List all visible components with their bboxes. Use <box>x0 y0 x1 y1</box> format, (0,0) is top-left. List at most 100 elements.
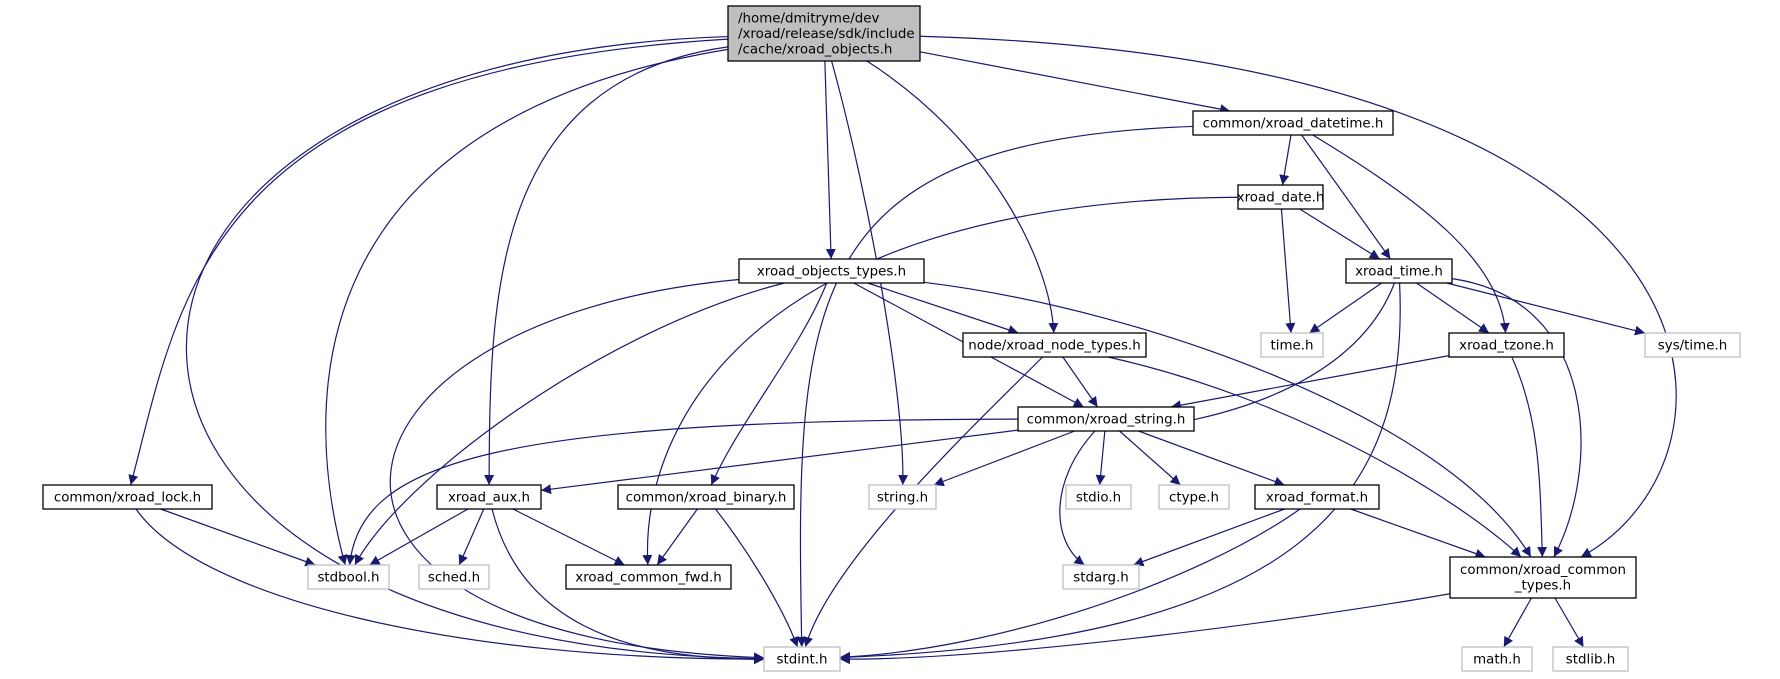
edge-date-to-fwd <box>642 196 1239 566</box>
node-format[interactable]: xroad_format.h <box>1254 484 1380 510</box>
edge-time-to-tzone <box>1416 282 1490 334</box>
edge-date-to-timeh <box>1280 208 1296 334</box>
edge-time-to-systime <box>1446 282 1646 336</box>
node-objtypes[interactable]: xroad_objects_types.h <box>738 258 925 284</box>
node-aux[interactable]: xroad_aux.h <box>436 484 542 510</box>
node-timeh: time.h <box>1260 332 1324 358</box>
node-root[interactable]: /home/dmitryme/dev/xroad/release/sdk/inc… <box>727 5 921 62</box>
node-box-date <box>1237 184 1324 210</box>
edge-lock-to-stdint <box>135 508 765 665</box>
node-box-root <box>727 5 921 62</box>
node-stdarg: stdarg.h <box>1062 564 1140 590</box>
node-box-ctype <box>1158 484 1230 510</box>
edge-aux-to-fwd <box>512 508 625 566</box>
node-box-binary <box>617 484 795 510</box>
node-label-fwd: xroad_common_fwd.h <box>575 570 721 585</box>
edge-binary-to-fwd <box>656 508 698 566</box>
node-label-timeh: time.h <box>1271 338 1314 353</box>
node-common[interactable]: common/xroad_common_types.h <box>1449 556 1637 599</box>
node-label-common-line-2: _types.h <box>1514 579 1571 594</box>
edge-datetime-to-tzone <box>1312 134 1510 334</box>
edge-common-to-stdint <box>839 593 1451 665</box>
edge-objtypes-to-nodetypes <box>867 282 1019 335</box>
edge-aux-to-stdint <box>491 508 765 665</box>
edge-string-to-stdarg <box>1059 430 1096 566</box>
node-box-stdio <box>1065 484 1132 510</box>
edge-string-to-format <box>1138 430 1285 487</box>
node-datetime[interactable]: common/xroad_datetime.h <box>1192 110 1394 136</box>
node-label-systime: sys/time.h <box>1658 338 1727 353</box>
node-stdint: stdint.h <box>763 646 841 672</box>
node-box-timeh <box>1260 332 1324 358</box>
edge-format-to-stdint <box>839 508 1301 662</box>
node-box-time <box>1345 258 1453 284</box>
node-time[interactable]: xroad_time.h <box>1345 258 1453 284</box>
node-label-objtypes: xroad_objects_types.h <box>757 264 906 279</box>
node-box-string <box>1017 406 1195 432</box>
edge-common-to-stdlib <box>1554 597 1585 648</box>
node-tzone[interactable]: xroad_tzone.h <box>1448 332 1565 358</box>
node-nodetypes[interactable]: node/xroad_node_types.h <box>962 332 1147 358</box>
edge-tzone-to-common <box>1511 356 1548 558</box>
header-nodes: /home/dmitryme/dev/xroad/release/sdk/inc… <box>42 5 1741 672</box>
node-box-datetime <box>1192 110 1394 136</box>
node-label-time: xroad_time.h <box>1355 264 1443 279</box>
edge-root-to-stdint <box>185 35 765 664</box>
node-binary[interactable]: common/xroad_binary.h <box>617 484 795 510</box>
edge-tzone-to-string <box>1170 355 1450 411</box>
node-fwd[interactable]: xroad_common_fwd.h <box>565 564 732 590</box>
node-lock[interactable]: common/xroad_lock.h <box>42 484 213 510</box>
edge-common-to-math <box>1503 597 1532 648</box>
node-sched: sched.h <box>418 564 490 590</box>
edge-time-to-timeh <box>1309 282 1382 334</box>
node-box-stringh <box>868 484 937 510</box>
edge-string-to-ctype <box>1119 430 1181 486</box>
node-box-math <box>1461 646 1533 672</box>
node-label-stdarg: stdarg.h <box>1073 570 1128 585</box>
node-label-datetime: common/xroad_datetime.h <box>1203 116 1384 131</box>
edge-root-to-stdbool <box>325 48 729 566</box>
edge-binary-to-stdint <box>715 508 799 648</box>
node-box-format <box>1254 484 1380 510</box>
node-label-stdio: stdio.h <box>1076 490 1121 505</box>
node-string[interactable]: common/xroad_string.h <box>1017 406 1195 432</box>
edge-aux-to-sched <box>458 508 485 566</box>
node-label-stringh: string.h <box>877 490 928 505</box>
edge-root-to-lock <box>128 38 729 486</box>
edge-objtypes-to-stdint <box>389 278 765 663</box>
edge-time-to-string <box>1183 282 1396 426</box>
node-label-date: xroad_date.h <box>1237 190 1325 205</box>
node-box-lock <box>42 484 213 510</box>
node-box-systime <box>1644 332 1741 358</box>
edge-string-to-stringh <box>933 430 1075 487</box>
edge-format-to-common <box>1350 508 1486 559</box>
node-box-stdlib <box>1552 646 1629 672</box>
node-label-stdint: stdint.h <box>777 652 828 667</box>
edge-root-to-common <box>919 35 1677 558</box>
node-box-sched <box>418 564 490 590</box>
edge-aux-to-stdbool <box>369 508 469 566</box>
node-label-root-line-2: /xroad/release/sdk/include <box>738 27 915 42</box>
node-label-aux: xroad_aux.h <box>448 490 530 505</box>
node-box-aux <box>436 484 542 510</box>
node-date[interactable]: xroad_date.h <box>1237 184 1325 210</box>
node-box-objtypes <box>738 258 925 284</box>
node-math: math.h <box>1461 646 1533 672</box>
node-label-string: common/xroad_string.h <box>1027 412 1186 427</box>
node-box-tzone <box>1448 332 1565 358</box>
node-box-stdint <box>763 646 841 672</box>
edge-objtypes-to-stdbool <box>354 282 785 566</box>
edge-time-to-common <box>1451 278 1582 558</box>
node-box-stdbool <box>307 564 390 590</box>
node-label-binary: common/xroad_binary.h <box>626 490 787 505</box>
node-stdlib: stdlib.h <box>1552 646 1629 672</box>
node-stdio: stdio.h <box>1065 484 1132 510</box>
edge-datetime-to-time <box>1301 134 1391 260</box>
node-label-lock: common/xroad_lock.h <box>54 490 201 505</box>
node-box-nodetypes <box>962 332 1147 358</box>
node-ctype: ctype.h <box>1158 484 1230 510</box>
edge-date-to-time <box>1299 208 1381 260</box>
node-systime: sys/time.h <box>1644 332 1741 358</box>
edge-datetime-to-date <box>1279 134 1292 186</box>
